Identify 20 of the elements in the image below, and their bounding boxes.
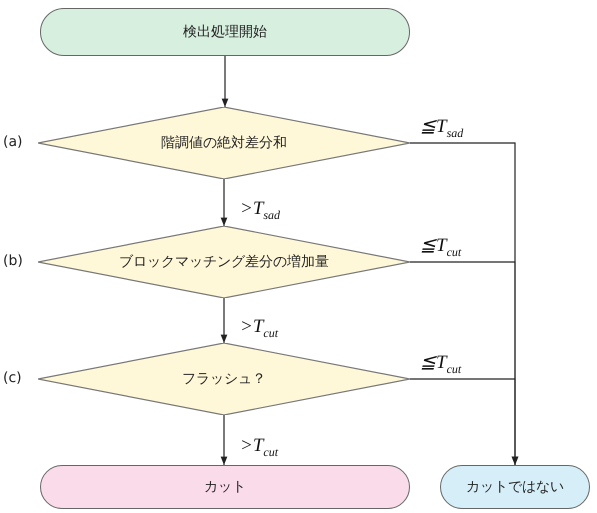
node-label: フラッシュ？ bbox=[182, 370, 266, 388]
step-label: (c) bbox=[3, 370, 22, 386]
arrow bbox=[220, 179, 228, 226]
node-label: カットではない bbox=[466, 478, 564, 496]
node-label: カット bbox=[204, 478, 246, 496]
step-label: (b) bbox=[3, 253, 23, 269]
end-terminal bbox=[440, 465, 590, 509]
arrow bbox=[222, 56, 228, 107]
arrow bbox=[220, 298, 228, 343]
arrow bbox=[410, 378, 518, 465]
decision-diamond bbox=[38, 107, 410, 179]
node-label: 検出処理開始 bbox=[183, 23, 267, 41]
start-terminal bbox=[40, 8, 410, 56]
node-label: ブロックマッチング差分の増加量 bbox=[119, 253, 329, 271]
node-label: 階調値の絶対差分和 bbox=[161, 134, 287, 152]
decision-diamond bbox=[38, 226, 410, 298]
decision-diamond bbox=[38, 343, 410, 415]
end-terminal bbox=[40, 465, 410, 509]
step-label: (a) bbox=[3, 134, 23, 150]
arrow bbox=[220, 415, 228, 465]
